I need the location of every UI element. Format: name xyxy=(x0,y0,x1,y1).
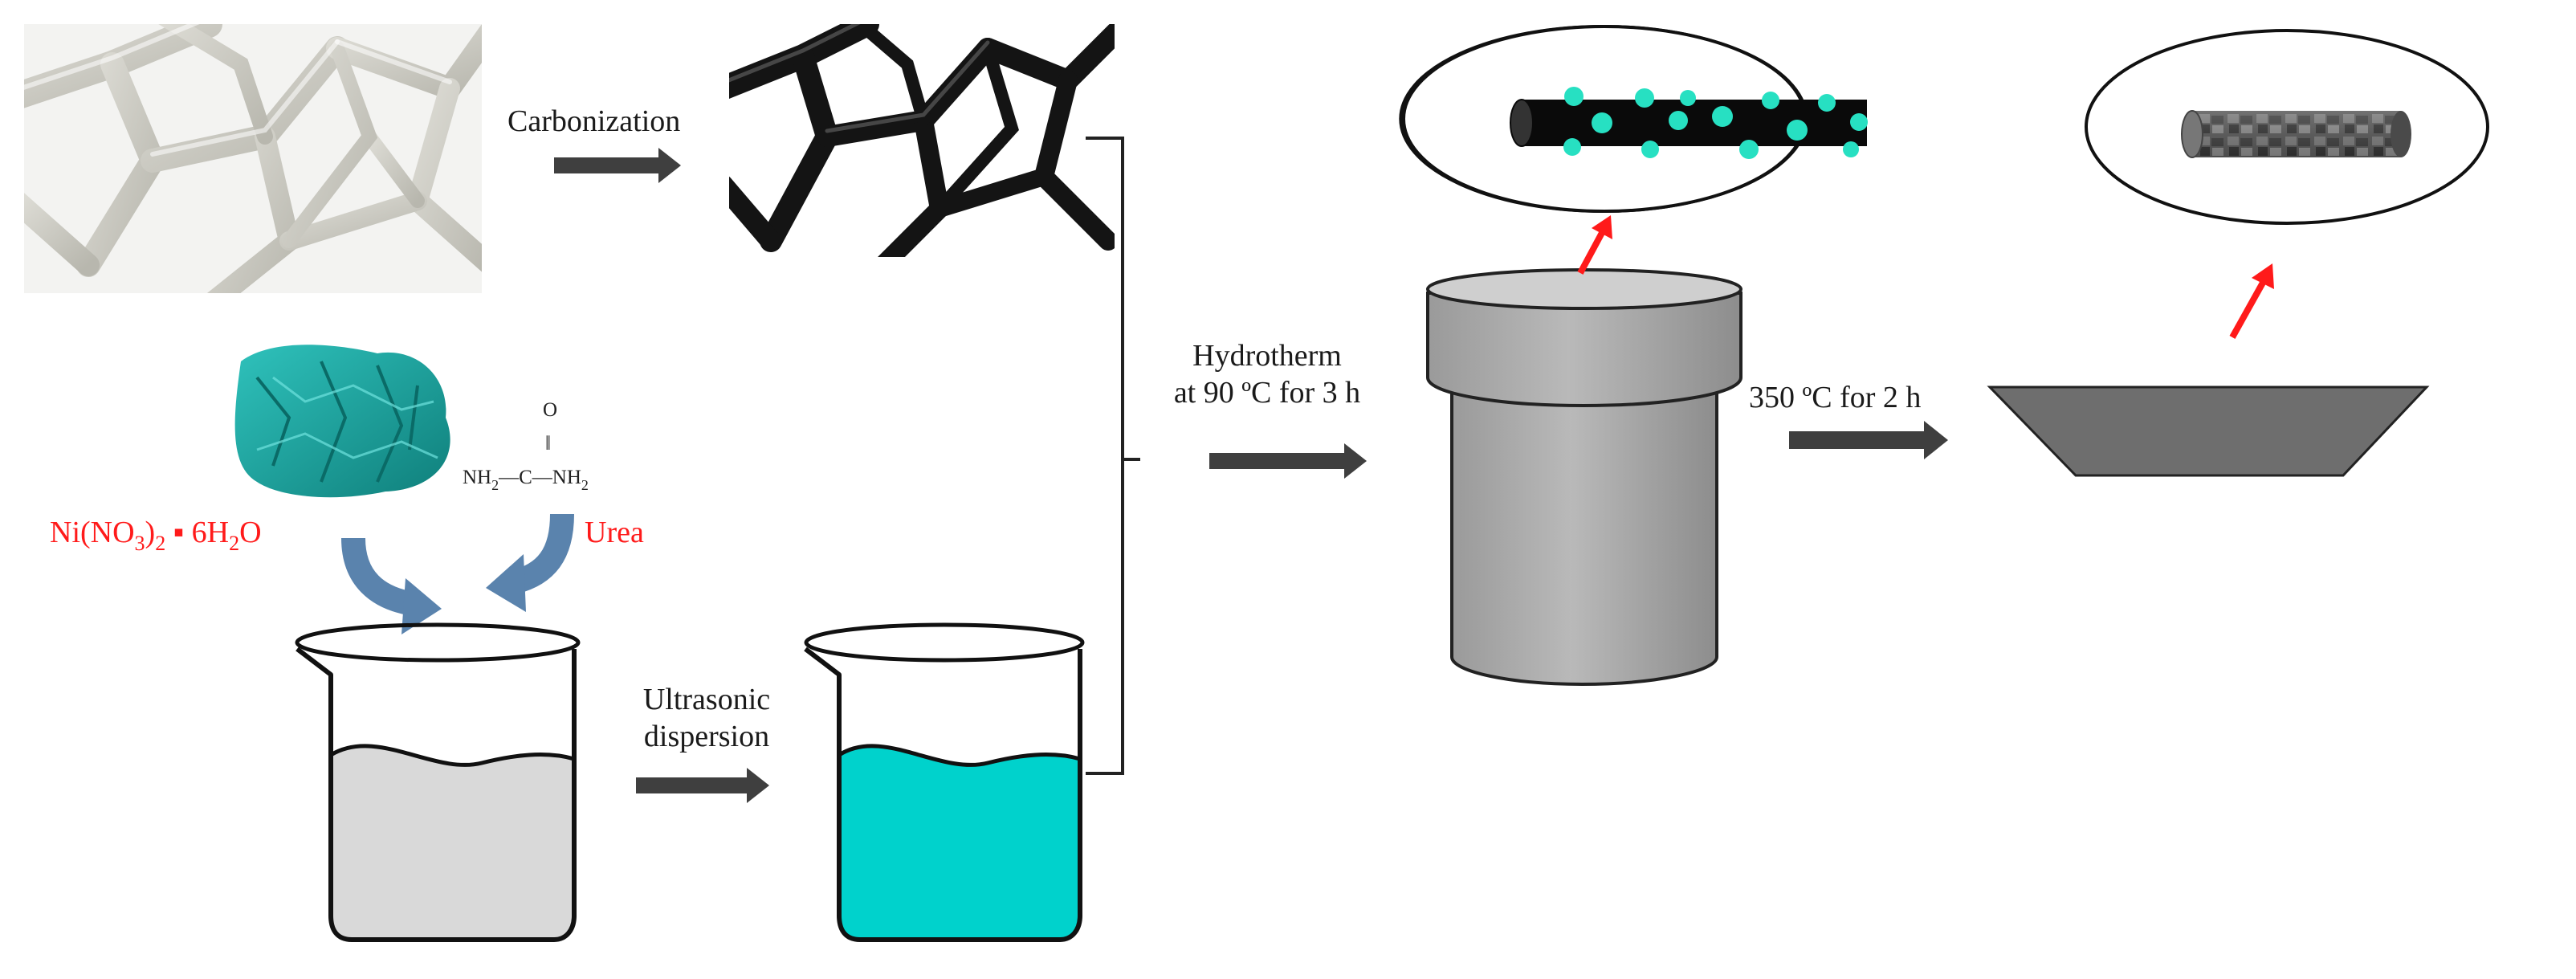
beaker-icon xyxy=(295,622,581,942)
ultrasonic-label-line-2: dispersion xyxy=(643,720,770,753)
carbonization-arrow-head xyxy=(658,148,681,183)
urea-label: Urea xyxy=(585,516,644,549)
urea-carbon: —C— xyxy=(499,467,552,488)
red-arrow-autoclave-head xyxy=(1592,215,1612,239)
red-arrow-autoclave xyxy=(1577,230,1606,275)
hydrotherm-label: Hydrotherm at 90 ºC for 3 h xyxy=(1139,337,1396,411)
nickel-nitrate-sub2: 2 xyxy=(155,532,166,555)
nickel-nitrate-label: Ni(NO3)2 ▪ 6H2O xyxy=(50,514,262,555)
hydrotherm-arrow xyxy=(1209,453,1346,469)
carbonization-arrow xyxy=(554,157,658,173)
urea-backbone: NH2—C—NH2 xyxy=(463,459,589,497)
carbon-foam-image xyxy=(729,24,1115,257)
curved-arrow-left-head xyxy=(401,578,442,634)
hydrotherm-arrow-head xyxy=(1344,443,1367,479)
carbonization-label: Carbonization xyxy=(507,104,681,138)
annealing-label: 350 ºC for 2 h xyxy=(1749,381,1922,414)
ultrasonic-arrow xyxy=(636,777,748,793)
nickel-nitrate-mid: ) xyxy=(145,516,156,549)
red-arrow-crucible-head xyxy=(2252,263,2274,289)
urea-left-group: NH xyxy=(463,467,492,488)
nickel-nitrate-crystal-image xyxy=(234,345,450,498)
curved-arrow-right-head xyxy=(486,554,526,612)
nickel-nitrate-sep: ▪ 6H xyxy=(165,516,230,549)
nickel-nitrate-sub3: 2 xyxy=(229,532,240,555)
ultrasonic-label: Ultrasonic dispersion xyxy=(610,681,803,755)
urea-right-sub: 2 xyxy=(581,477,589,493)
ultrasonic-label-line-1: Ultrasonic xyxy=(642,683,771,716)
nickel-nitrate-prefix: Ni(NO xyxy=(50,516,135,549)
urea-right-group: NH xyxy=(552,467,581,488)
beaker-icon xyxy=(804,622,1085,942)
hydrotherm-label-line-2: at 90 ºC for 3 h xyxy=(1173,376,1361,410)
nickel-nitrate-suffix: O xyxy=(239,516,262,549)
urea-double-bond: ‖ xyxy=(545,433,552,455)
nanowire-icon xyxy=(2181,110,2411,158)
merge-bracket xyxy=(1086,137,1140,775)
ultrasonic-arrow-head xyxy=(747,768,769,803)
hydrotherm-label-line-1: Hydrotherm xyxy=(1192,339,1342,373)
curved-arrow-left xyxy=(341,537,416,616)
nanowire-icon xyxy=(1510,87,1868,159)
red-arrow-crucible xyxy=(2229,281,2266,339)
autoclave-icon xyxy=(1426,268,1742,687)
nickel-nitrate-sub1: 3 xyxy=(134,532,145,555)
annealing-arrow-head xyxy=(1924,421,1948,459)
annealing-arrow xyxy=(1789,431,1926,449)
crucible-icon xyxy=(1987,385,2430,477)
urea-oxygen: O xyxy=(543,399,558,421)
urea-left-sub: 2 xyxy=(491,477,499,493)
nickel-foam-image xyxy=(24,24,482,293)
